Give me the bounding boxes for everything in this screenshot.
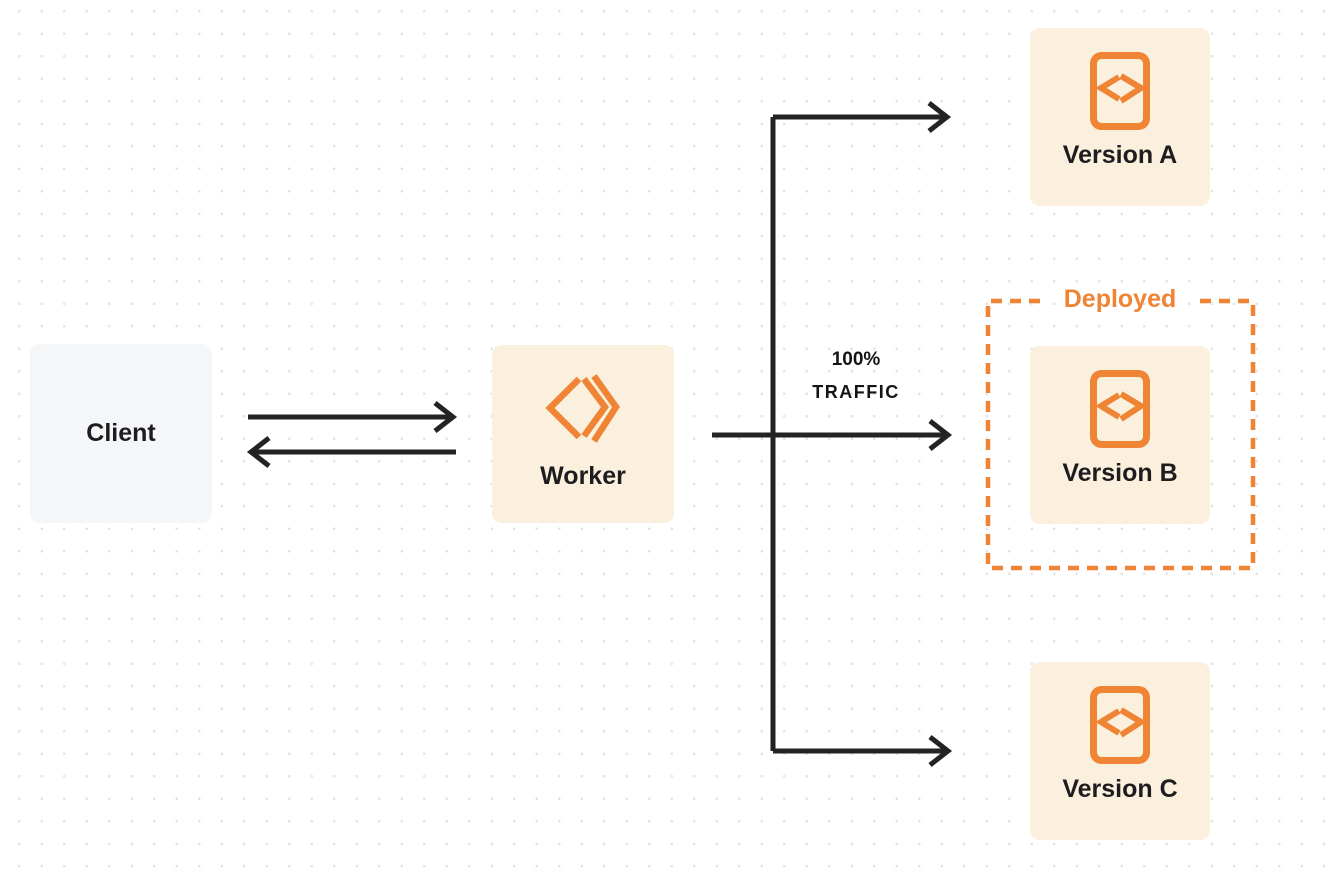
client-node: Client bbox=[30, 344, 212, 523]
traffic-percent-text: 100% bbox=[831, 349, 881, 370]
deployed-label: Deployed bbox=[1063, 285, 1177, 313]
version-b-node: Version B bbox=[1030, 346, 1210, 524]
worker-node: Worker bbox=[492, 345, 674, 523]
code-file-icon bbox=[1090, 52, 1150, 130]
arrow-worker-to-client bbox=[246, 436, 456, 468]
cloudflare-workers-icon bbox=[545, 374, 620, 443]
traffic-word-text: TRAFFIC bbox=[812, 382, 900, 402]
traffic-annotation: 100% TRAFFIC bbox=[786, 350, 926, 401]
arrow-branch-to-version-c bbox=[773, 735, 953, 767]
client-label: Client bbox=[86, 419, 156, 447]
version-c-label: Version C bbox=[1062, 775, 1178, 803]
arrow-branch-to-version-a bbox=[773, 101, 952, 133]
code-file-icon bbox=[1090, 686, 1150, 764]
version-a-node: Version A bbox=[1030, 28, 1210, 206]
worker-label: Worker bbox=[540, 462, 626, 490]
code-file-icon bbox=[1090, 370, 1150, 448]
arrow-client-to-worker bbox=[248, 401, 458, 433]
version-c-node: Version C bbox=[1030, 662, 1210, 840]
version-a-label: Version A bbox=[1062, 141, 1178, 169]
version-b-label: Version B bbox=[1062, 459, 1178, 487]
arrow-worker-to-version-b bbox=[712, 419, 953, 451]
